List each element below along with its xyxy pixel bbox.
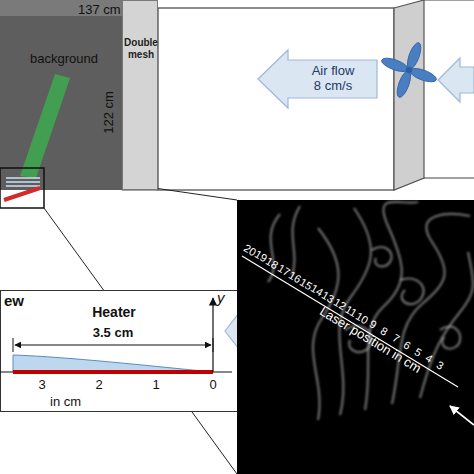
tunnel-edge [424, 177, 474, 178]
fan-blade [380, 55, 410, 74]
smoke-curl [400, 279, 424, 305]
x-axis [0, 372, 232, 373]
tunnel-edge [424, 0, 474, 1]
y-axis [212, 298, 213, 372]
light-stripe [6, 185, 40, 187]
dimension-line [15, 345, 211, 346]
axis-label: y [217, 289, 231, 306]
fan-blade [394, 69, 413, 99]
node-label: Laser position in cm [302, 295, 438, 385]
tunnel-section [158, 8, 394, 190]
node-label: Air flow 8 cm/s [307, 64, 359, 94]
tick-label: 1 [148, 378, 164, 393]
fan-symbol [380, 41, 438, 99]
smoke-trail [392, 214, 470, 404]
fan-blade [405, 41, 424, 71]
flow-arrow: Air flow 8 cm/s [258, 50, 378, 108]
dimension-tick [213, 338, 214, 352]
smoke-trail [292, 206, 300, 276]
laser-sheet [20, 74, 70, 178]
node-label: Double mesh [121, 37, 161, 60]
dimension-tick [13, 338, 14, 352]
dimension-label: 3.5 cm [83, 326, 143, 341]
light-stripe [6, 181, 40, 183]
inflow-arrow [438, 58, 474, 102]
laser-position-number: 3 [426, 353, 455, 377]
smoke-trail [420, 252, 473, 398]
node-body: Heater [64, 304, 164, 320]
node-label: ew [4, 292, 44, 309]
laser-scale-line [242, 256, 458, 387]
dimension-label: 137 cm [78, 3, 128, 18]
tick-label: 2 [91, 378, 107, 393]
smoke-curl [345, 326, 371, 352]
dimension-label: 122 cm [102, 82, 117, 142]
plume-profile [13, 355, 213, 372]
smoke-curl [440, 327, 460, 349]
fan-panel [394, 0, 424, 190]
smoke-trail [365, 202, 418, 410]
mesh-panel: Double mesh [122, 0, 158, 190]
fan-hub [406, 67, 412, 73]
node-label: background [30, 52, 118, 67]
heater-symbol [4, 188, 40, 200]
zoom-window [0, 168, 44, 208]
heater-strip [13, 370, 213, 374]
smoke-photo: Laser position in cm [237, 200, 474, 474]
smoke-trail [313, 228, 338, 420]
pointer-arrow [450, 406, 474, 425]
arrow-outline [258, 50, 377, 108]
tick-label: 0 [205, 378, 221, 393]
smoke-plumes [268, 202, 473, 420]
tick-label: 3 [34, 378, 50, 393]
fan-blade [408, 66, 438, 85]
smoke-curl [372, 247, 392, 266]
axis-unit: in cm [50, 395, 110, 410]
light-stripe [6, 177, 40, 179]
